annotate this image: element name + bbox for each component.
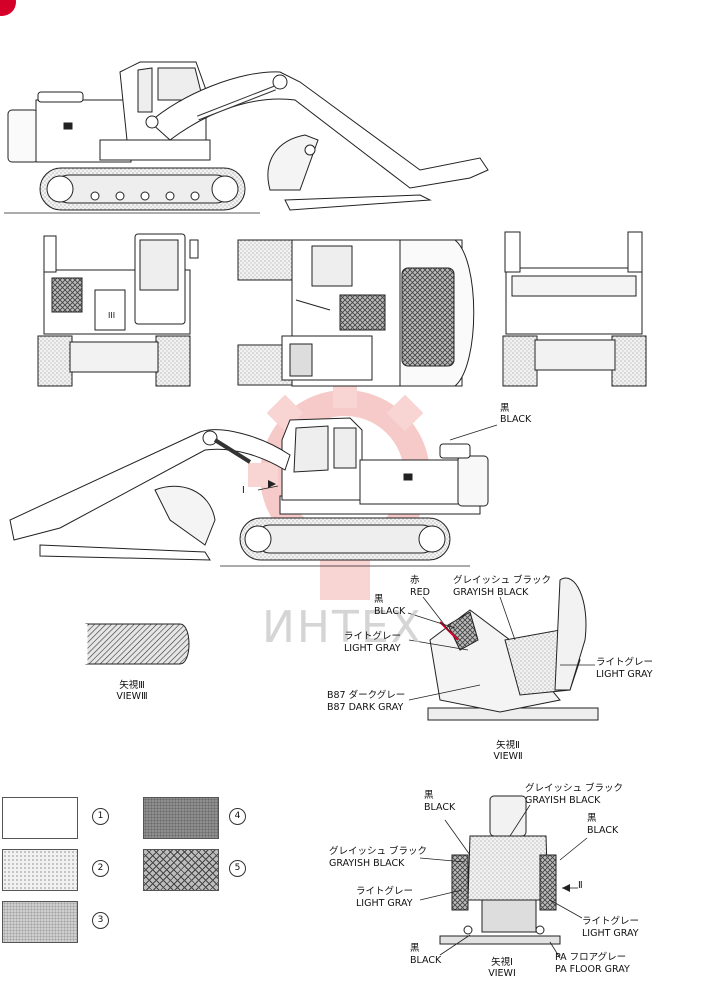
view1-grayish-black-left-jp: グレイッシュ ブラック [329, 846, 428, 857]
view1-title-jp: 矢視Ⅰ [491, 957, 513, 968]
view2-light-gray-right-en: LIGHT GRAY [596, 669, 653, 680]
excavator-plan-view [237, 239, 475, 387]
view1-grayish-black-top-en: GRAYISH BLACK [525, 795, 601, 806]
legend-number-3: 3 [92, 912, 109, 929]
top-black-label-jp: 黒 [500, 403, 510, 414]
view1-black-left-jp: 黒 [424, 790, 434, 801]
top-black-label-en: BLACK [500, 414, 532, 425]
view2-red-en: RED [410, 587, 430, 598]
view2-light-gray-left-jp: ライトグレー [344, 631, 402, 642]
excavator-side-view-middle [9, 417, 489, 567]
view3-panel-shape [84, 623, 190, 665]
legend-number-2: 2 [92, 860, 109, 877]
view1-black-right-jp: 黒 [587, 813, 597, 824]
view2-title-en: VIEWⅡ [493, 751, 523, 762]
view1-black-left-en: BLACK [424, 802, 456, 813]
view1-floor-en: PA FLOOR GRAY [555, 964, 630, 975]
view2-arrow-icon [562, 884, 570, 892]
watermark-text: ИНТЕХ [262, 602, 423, 653]
view2-black-en: BLACK [374, 606, 406, 617]
view2-light-gray-right-jp: ライトグレー [596, 657, 654, 668]
view3-title-jp: 矢視Ⅲ [119, 680, 145, 691]
legend-number-4: 4 [229, 808, 246, 825]
view1-seat-diagram [439, 795, 561, 945]
view2-light-gray-left-en: LIGHT GRAY [344, 643, 401, 654]
view1-marker: I [242, 485, 245, 496]
legend-number-5: 5 [229, 860, 246, 877]
excavator-rear-view [37, 233, 199, 387]
view1-title-en: VIEWⅠ [488, 968, 516, 979]
view2-grayish-black-en: GRAYISH BLACK [453, 587, 529, 598]
view1-black-bottom-jp: 黒 [410, 943, 420, 954]
view3-title-en: VIEWⅢ [116, 691, 148, 702]
view1-floor-jp: PA フロアグレー [555, 952, 627, 963]
view1-light-gray-left-en: LIGHT GRAY [356, 898, 413, 909]
view2-seat-diagram [427, 577, 599, 721]
legend-swatch-4 [143, 797, 219, 839]
view2-red-jp: 赤 [410, 575, 420, 586]
view1-black-bottom-en: BLACK [410, 955, 442, 966]
legend-swatch-1 [2, 797, 78, 839]
view1-light-gray-right-en: LIGHT GRAY [582, 928, 639, 939]
excavator-front-view [502, 231, 647, 387]
view3-marker: III [108, 311, 116, 320]
view2-grayish-black-jp: グレイッシュ ブラック [453, 575, 552, 586]
view2-title-jp: 矢視Ⅱ [496, 740, 520, 751]
view1-arrow-marker: Ⅱ [578, 880, 583, 891]
view1-light-gray-left-jp: ライトグレー [356, 886, 414, 897]
view2-b87-en: B87 DARK GRAY [327, 702, 404, 713]
view1-black-right-en: BLACK [587, 825, 619, 836]
view1-arrow-icon [268, 480, 276, 488]
view1-grayish-black-left-en: GRAYISH BLACK [329, 858, 405, 869]
view1-grayish-black-top-jp: グレイッシュ ブラック [525, 783, 624, 794]
excavator-side-view-top [4, 61, 489, 214]
view2-b87-jp: B87 ダークグレー [327, 690, 406, 701]
legend-swatch-2 [2, 849, 78, 891]
legend-swatch-5 [143, 849, 219, 891]
view1-light-gray-right-jp: ライトグレー [582, 916, 640, 927]
legend-swatch-3 [2, 901, 78, 943]
view2-black-jp: 黒 [374, 594, 384, 605]
legend-number-1: 1 [92, 808, 109, 825]
